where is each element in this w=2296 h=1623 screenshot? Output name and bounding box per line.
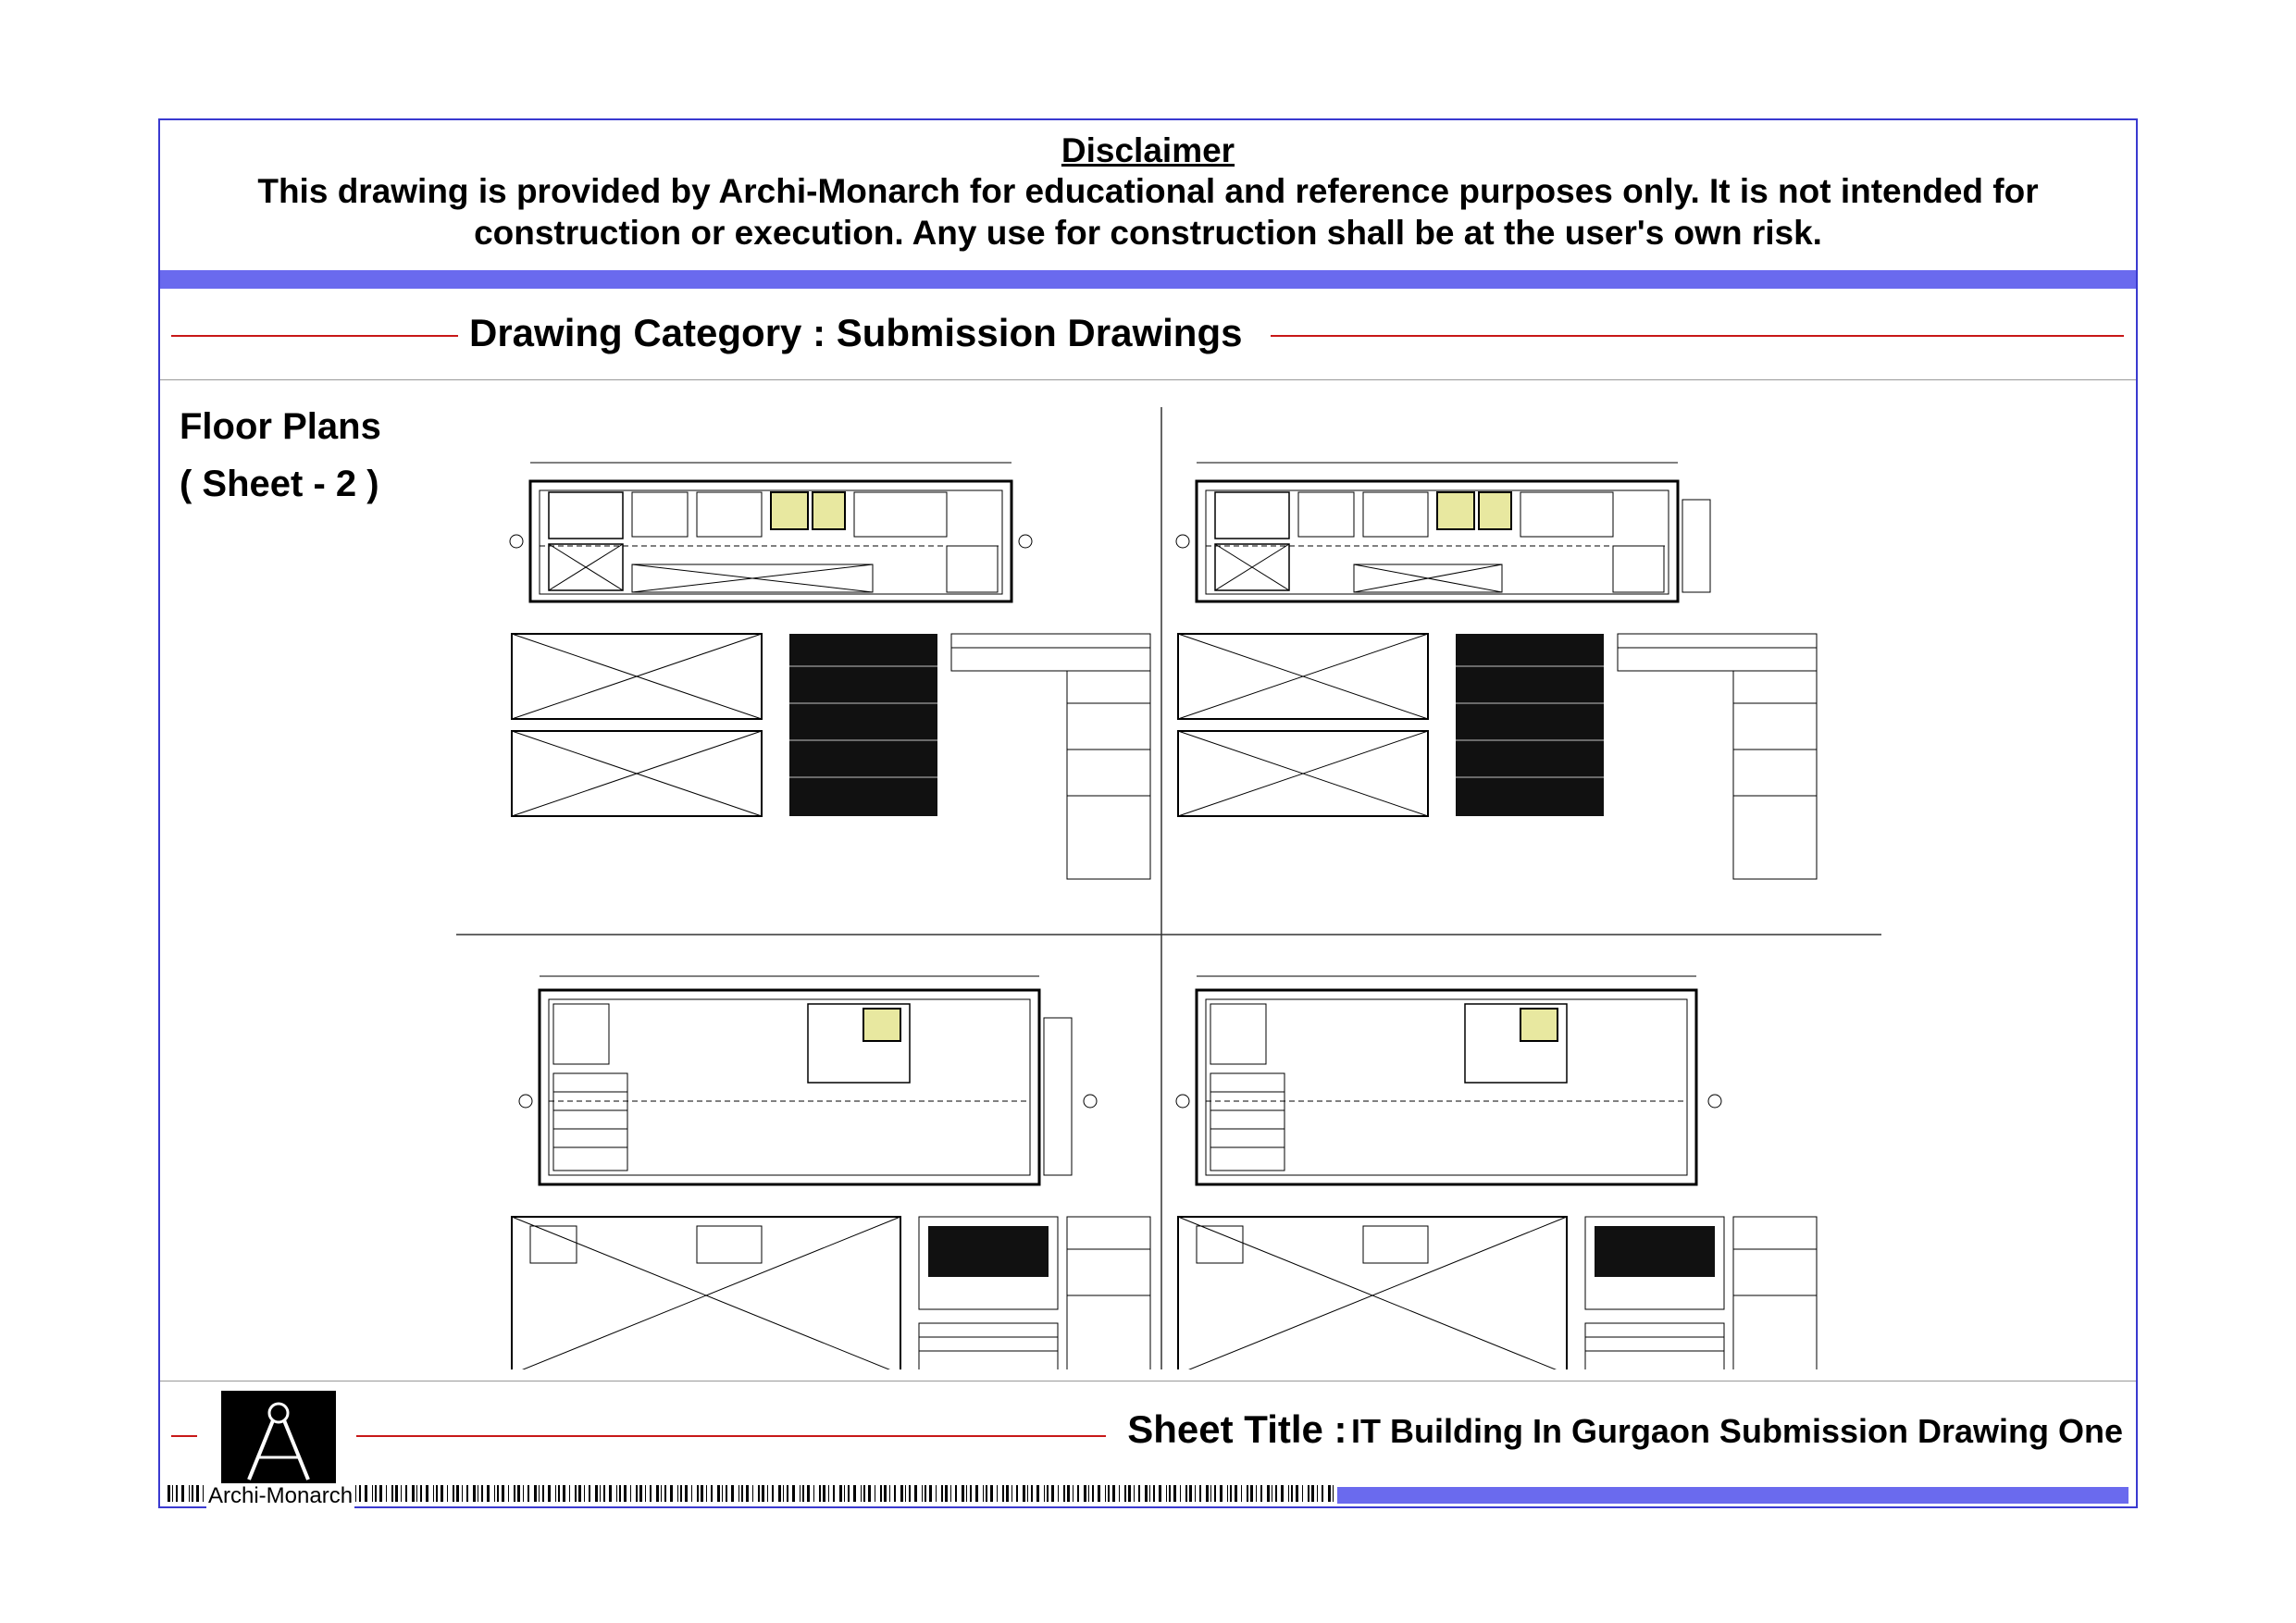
sheet-title-label: Sheet Title : <box>1127 1407 1347 1451</box>
sheet-title-value: IT Building In Gurgaon Submission Drawin… <box>1350 1412 2123 1450</box>
logo-label: Archi-Monarch <box>206 1483 355 1509</box>
sheet-frame: Disclaimer This drawing is provided by A… <box>158 118 2138 1509</box>
category-rule-right <box>1271 335 2124 337</box>
floor-plans-title: Floor Plans <box>180 406 381 447</box>
header-blue-band <box>160 270 2136 289</box>
disclaimer-text-line-1: This drawing is provided by Archi-Monarc… <box>257 172 2039 210</box>
category-rule-left <box>171 335 458 337</box>
drawing-category-label: Drawing Category : Submission Drawings <box>469 311 1243 354</box>
drawing-category-row: Drawing Category : Submission Drawings <box>160 289 2136 380</box>
sheet-heading: Floor Plans ( Sheet - 2 ) <box>180 398 381 513</box>
barcode-strip <box>168 1485 1334 1502</box>
top-right-plan <box>1175 462 1818 880</box>
bottom-right-plan <box>1175 975 1818 1369</box>
compass-logo-icon <box>221 1391 336 1491</box>
sheet-title: Sheet Title : IT Building In Gurgaon Sub… <box>1127 1407 2123 1452</box>
disclaimer-block: Disclaimer This drawing is provided by A… <box>160 120 2136 270</box>
disclaimer-title: Disclaimer <box>1061 131 1235 169</box>
bottom-left-plan <box>511 975 1151 1369</box>
footer-blue-bar <box>1337 1487 2128 1504</box>
footer-rule-middle <box>356 1435 1106 1437</box>
drawings-canvas <box>456 407 1881 1369</box>
top-left-plan <box>509 462 1151 880</box>
footer-rule-left <box>171 1435 197 1437</box>
sheet-footer: Sheet Title : IT Building In Gurgaon Sub… <box>160 1381 2136 1509</box>
disclaimer-text-line-2: construction or execution. Any use for c… <box>474 214 1822 252</box>
sheet-number: ( Sheet - 2 ) <box>180 464 379 504</box>
